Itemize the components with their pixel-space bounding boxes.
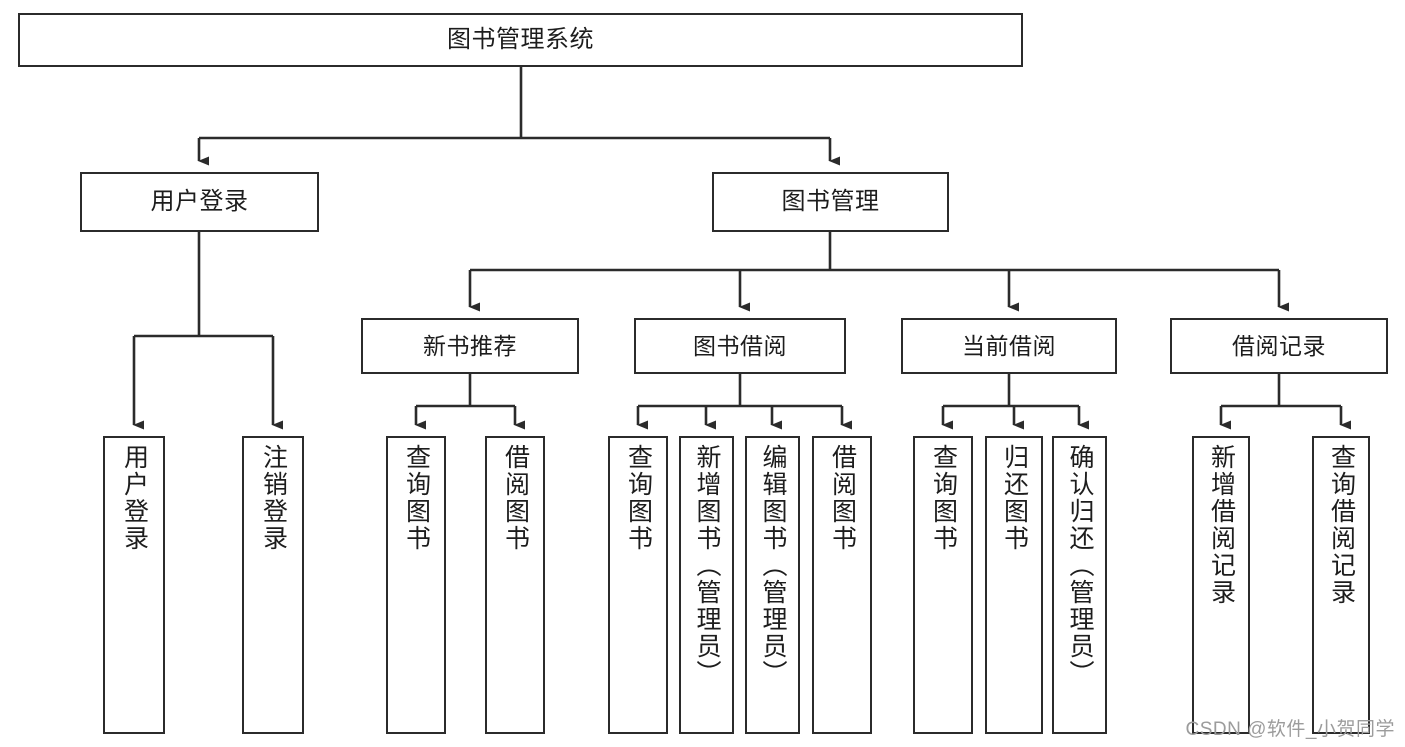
node-leaf-leaf-add-borrow-record[interactable]: 新增借阅记录 xyxy=(1192,436,1250,734)
node-current-borrow[interactable]: 当前借阅 xyxy=(901,318,1117,374)
node-leaf-leaf-add-book-admin[interactable]: 新增图书（管理员） xyxy=(679,436,734,734)
node-book-borrow-label: 图书借阅 xyxy=(693,332,787,359)
node-leaf-leaf-add-borrow-record-label: 新增借阅记录 xyxy=(1207,444,1236,606)
node-root[interactable]: 图书管理系统 xyxy=(18,13,1023,67)
node-book-management-label: 图书管理 xyxy=(781,188,880,216)
node-leaf-leaf-query-book-current-label: 查询图书 xyxy=(929,444,958,552)
node-leaf-leaf-borrow-book-label: 借阅图书 xyxy=(828,444,857,552)
node-leaf-leaf-confirm-return-admin-label: 确认归还（管理员） xyxy=(1066,444,1094,687)
node-book-borrow[interactable]: 图书借阅 xyxy=(634,318,846,374)
node-leaf-leaf-add-book-admin-label: 新增图书（管理员） xyxy=(693,444,721,687)
node-leaf-leaf-borrow-book[interactable]: 借阅图书 xyxy=(812,436,872,734)
node-leaf-leaf-return-book[interactable]: 归还图书 xyxy=(985,436,1043,734)
node-leaf-leaf-query-book-current[interactable]: 查询图书 xyxy=(913,436,973,734)
node-leaf-leaf-logout-label: 注销登录 xyxy=(259,444,288,552)
node-leaf-leaf-query-book-recommend-label: 查询图书 xyxy=(402,444,431,552)
node-root-label: 图书管理系统 xyxy=(447,26,594,54)
node-leaf-leaf-edit-book-admin[interactable]: 编辑图书（管理员） xyxy=(745,436,800,734)
node-leaf-leaf-query-borrow-record[interactable]: 查询借阅记录 xyxy=(1312,436,1370,734)
node-borrow-record[interactable]: 借阅记录 xyxy=(1170,318,1388,374)
node-leaf-leaf-confirm-return-admin[interactable]: 确认归还（管理员） xyxy=(1052,436,1107,734)
node-leaf-leaf-return-book-label: 归还图书 xyxy=(1000,444,1029,552)
node-leaf-leaf-query-book[interactable]: 查询图书 xyxy=(608,436,668,734)
node-borrow-record-label: 借阅记录 xyxy=(1232,332,1326,359)
node-book-management[interactable]: 图书管理 xyxy=(712,172,949,232)
node-leaf-leaf-user-login-label: 用户登录 xyxy=(120,444,149,552)
node-user-login-label: 用户登录 xyxy=(150,188,249,216)
node-new-book-recommend[interactable]: 新书推荐 xyxy=(361,318,579,374)
node-leaf-leaf-edit-book-admin-label: 编辑图书（管理员） xyxy=(759,444,787,687)
node-leaf-leaf-borrow-book-recommend[interactable]: 借阅图书 xyxy=(485,436,545,734)
node-leaf-leaf-query-borrow-record-label: 查询借阅记录 xyxy=(1327,444,1356,606)
node-leaf-leaf-query-book-label: 查询图书 xyxy=(624,444,653,552)
node-leaf-leaf-query-book-recommend[interactable]: 查询图书 xyxy=(386,436,446,734)
node-leaf-leaf-user-login[interactable]: 用户登录 xyxy=(103,436,165,734)
node-leaf-leaf-logout[interactable]: 注销登录 xyxy=(242,436,304,734)
node-current-borrow-label: 当前借阅 xyxy=(962,332,1056,359)
node-new-book-recommend-label: 新书推荐 xyxy=(423,332,517,359)
watermark-text: CSDN @软件_小贺同学 xyxy=(1185,719,1395,740)
node-leaf-leaf-borrow-book-recommend-label: 借阅图书 xyxy=(501,444,530,552)
node-user-login[interactable]: 用户登录 xyxy=(80,172,319,232)
